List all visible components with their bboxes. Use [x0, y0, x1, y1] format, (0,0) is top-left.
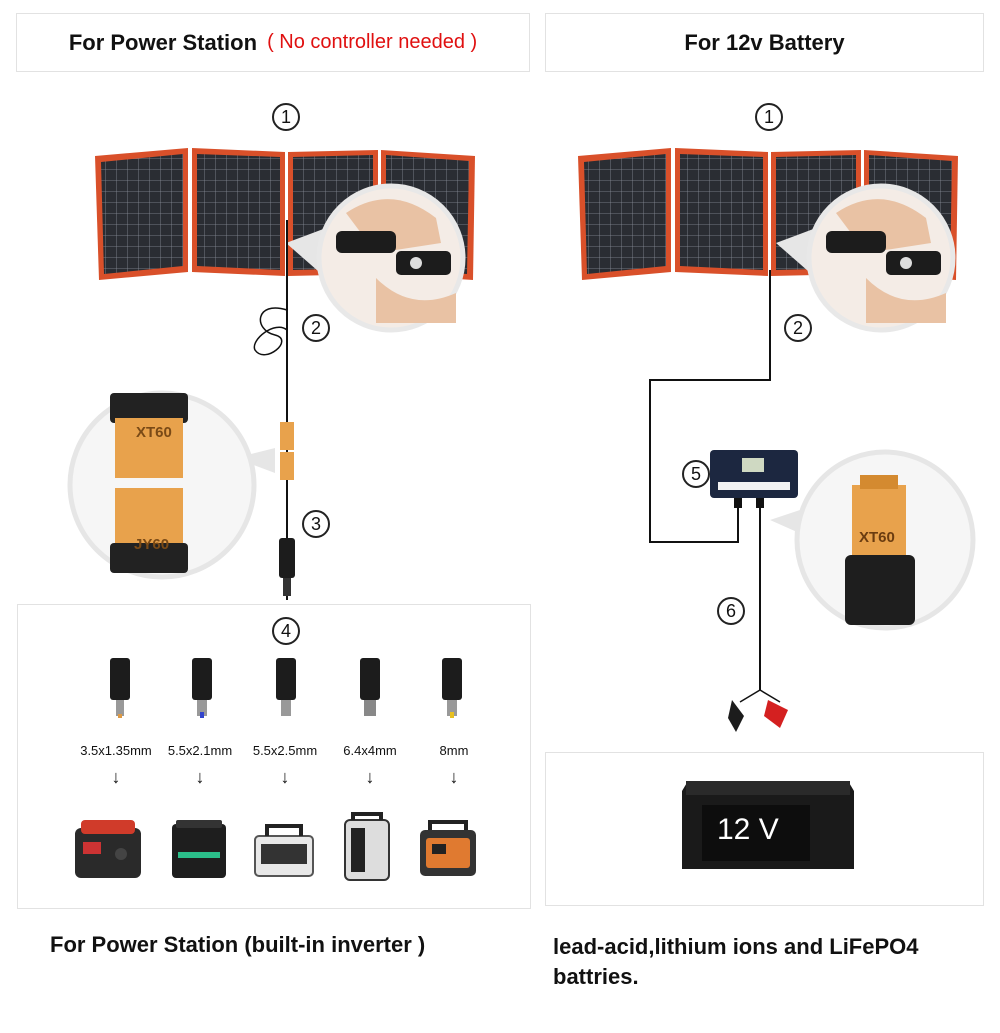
- tip-arrow-5: ↓: [449, 767, 459, 787]
- tip-arrow-3: ↓: [280, 767, 290, 787]
- tip-size-3: 5.5x2.5mm: [252, 743, 318, 758]
- tip-arrow-4: ↓: [365, 767, 375, 787]
- right-header-title: For 12v Battery: [684, 29, 845, 55]
- dc-tip-1-icon: [110, 658, 130, 718]
- right-caption: lead-acid,lithium ions and LiFePO4 battr…: [553, 934, 919, 989]
- right-step-5: 5: [682, 460, 710, 488]
- power-station-2-icon: [172, 820, 226, 878]
- left-plug-closeup: [286, 183, 466, 333]
- tip-size-5: 8mm: [439, 743, 469, 758]
- left-xt60-closeup: [67, 390, 275, 580]
- charge-controller: [710, 450, 798, 508]
- battery-icon: [682, 781, 854, 869]
- left-step-3: 3: [302, 510, 330, 538]
- dc-tip-4-icon: [360, 658, 380, 716]
- left-step-1: 1: [272, 103, 300, 131]
- left-header: For Power Station ( No controller needed…: [16, 13, 530, 72]
- battery-label: 12 V: [717, 813, 779, 846]
- tip-size-4: 6.4x4mm: [343, 743, 397, 758]
- left-caption: For Power Station (built-in inverter ): [50, 932, 426, 957]
- jy60-label: JY60: [134, 536, 170, 553]
- left-step-2: 2: [302, 314, 330, 342]
- left-step-4: 4: [272, 617, 300, 645]
- dc-tip-5-icon: [442, 658, 462, 718]
- tip-size-2: 5.5x2.1mm: [167, 743, 233, 758]
- tip-arrow-2: ↓: [195, 767, 205, 787]
- right-header: For 12v Battery: [545, 13, 984, 72]
- left-header-note: ( No controller needed ): [267, 31, 478, 53]
- right-plug-closeup: [776, 183, 956, 333]
- tip-arrow-1: ↓: [111, 767, 121, 787]
- left-cable: [253, 220, 295, 600]
- power-station-3-icon: [254, 824, 314, 877]
- left-header-title: For Power Station: [68, 29, 258, 55]
- power-station-5-icon: [420, 820, 476, 876]
- right-step-6: 6: [717, 597, 745, 625]
- right-wiring: [649, 270, 788, 732]
- dc-tip-2-icon: [192, 658, 212, 718]
- dc-tip-3-icon: [276, 658, 296, 716]
- right-xt60-closeup: [770, 449, 976, 631]
- right-step-2: 2: [784, 314, 812, 342]
- xt60-label-top: XT60: [136, 424, 172, 441]
- tip-size-1: 3.5x1.35mm: [80, 743, 152, 758]
- right-xt60-label: XT60: [859, 529, 895, 546]
- right-step-1: 1: [755, 103, 783, 131]
- power-station-1-icon: [75, 820, 141, 878]
- power-station-4-icon: [344, 812, 390, 881]
